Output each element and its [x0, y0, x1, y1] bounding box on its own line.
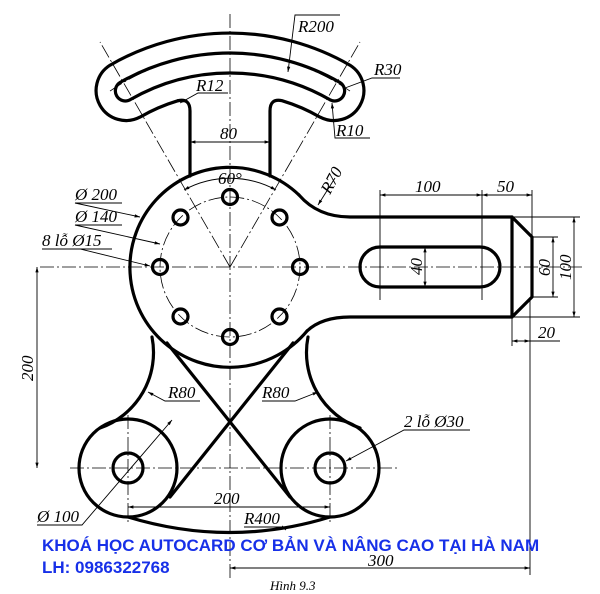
- label-300: 300: [367, 551, 394, 570]
- label-60-deg: 60°: [218, 169, 242, 188]
- label-r10: R10: [335, 121, 364, 140]
- cross-line-1: [165, 341, 292, 499]
- fillet-r80-right: [304, 335, 362, 430]
- left-hole: [111, 451, 145, 485]
- label-d200: Ø 200: [74, 185, 118, 204]
- main-circle: [128, 165, 309, 369]
- bolt-hole: [171, 208, 190, 227]
- label-40: 40: [407, 258, 426, 276]
- bolt-hole: [270, 208, 289, 227]
- label-r30: R30: [373, 60, 402, 79]
- label-60: 60: [535, 259, 554, 277]
- bolt-hole: [171, 307, 190, 326]
- bolt-hole: [150, 257, 170, 277]
- bolt-hole: [270, 307, 289, 326]
- bolt-hole: [290, 257, 310, 277]
- radial-line-right: [229, 41, 361, 268]
- bolt-circle: [159, 196, 301, 338]
- right-arm: [297, 193, 534, 333]
- label-100-arm: 100: [556, 254, 575, 280]
- stem-left: [176, 98, 192, 178]
- label-2-holes: 2 lỗ Ø30: [404, 412, 464, 431]
- label-200-vertical: 200: [18, 355, 37, 381]
- top-arc-band: [94, 31, 366, 178]
- label-d140: Ø 140: [74, 207, 118, 226]
- arc-slot: [113, 51, 347, 103]
- bolt-holes: [150, 187, 310, 347]
- label-stem-80: 80: [220, 124, 238, 143]
- label-r70: R70: [316, 163, 346, 197]
- course-banner-title: KHOÁ HỌC AUTOCARD CƠ BẢN VÀ NÂNG CAO TẠI…: [42, 536, 540, 555]
- label-r80-right: R80: [261, 383, 290, 402]
- label-r400: R400: [243, 509, 280, 528]
- label-r200: R200: [297, 17, 334, 36]
- label-d100: Ø 100: [36, 507, 80, 526]
- label-r80-left: R80: [167, 383, 196, 402]
- label-200-spacing: 200: [214, 489, 240, 508]
- dimension-lines: [35, 14, 580, 575]
- label-20: 20: [538, 323, 556, 342]
- bottom-arc-r400: [126, 515, 332, 535]
- right-hole: [313, 451, 347, 485]
- label-50: 50: [497, 177, 515, 196]
- bolt-hole: [220, 327, 240, 347]
- label-8-holes: 8 lỗ Ø15: [42, 231, 102, 250]
- fillet-r80-left: [98, 335, 156, 430]
- arm-slot: [358, 245, 502, 289]
- label-r12: R12: [195, 76, 224, 95]
- cross-line-2: [168, 341, 295, 499]
- radial-line-left: [99, 41, 231, 268]
- contact-phone: LH: 0986322768: [42, 558, 170, 577]
- figure-caption: Hình 9.3: [269, 578, 316, 593]
- label-100-slot: 100: [415, 177, 441, 196]
